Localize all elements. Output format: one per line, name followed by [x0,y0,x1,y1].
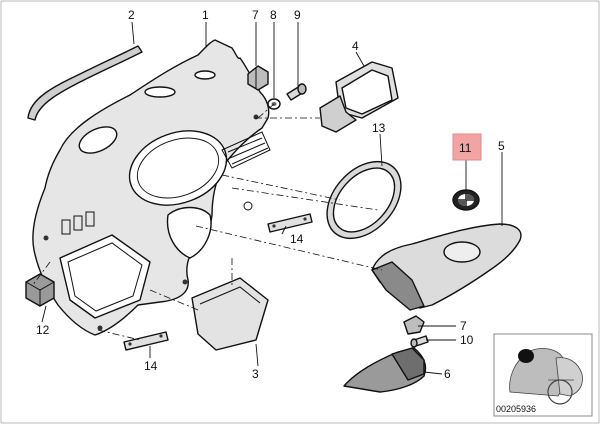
label-part-1: 1 [202,8,209,22]
label-part-9: 9 [294,8,301,22]
part-14-strip-lower [123,331,169,351]
part-14-strip-upper [267,213,313,233]
part-7-clip-top [247,65,269,91]
inset-frame [493,333,593,417]
label-part-4: 4 [352,39,359,53]
label-part-13: 13 [372,121,386,135]
diagram-id-label: 00205936 [496,404,536,414]
part-3-cover-lid [191,277,269,351]
label-part-7-top: 7 [252,8,259,22]
locator-inset: 00205936 [493,333,593,417]
label-part-5: 5 [498,139,505,153]
label-part-14-lower: 14 [144,359,158,373]
leader-lines [41,21,503,375]
label-part-10: 10 [460,333,474,347]
label-part-11: 11 [459,141,472,155]
label-part-3: 3 [252,367,259,381]
part-10-screw [410,335,429,348]
part-7-clip-lower [403,315,425,335]
label-part-12: 12 [36,323,50,337]
part-6-lower-cover [343,347,427,393]
part-9-screw [286,83,307,101]
label-part-14-upper: 14 [290,232,304,246]
label-part-8: 8 [270,8,277,22]
assembly-lines [31,103,383,341]
part-8-washer [267,98,281,110]
part-5-tank-cover [371,223,522,311]
part-4-cover-cap [319,61,399,133]
highlight-box-11 [452,133,482,161]
part-1-fairing-panel [32,39,271,336]
label-part-6: 6 [444,367,451,381]
label-part-2: 2 [128,8,135,22]
part-13-trim-ring [326,160,402,240]
label-part-7-lower: 7 [460,319,467,333]
part-2-edge-strip [27,45,143,121]
part-11-emblem [452,189,480,211]
part-12-clip [25,273,55,307]
